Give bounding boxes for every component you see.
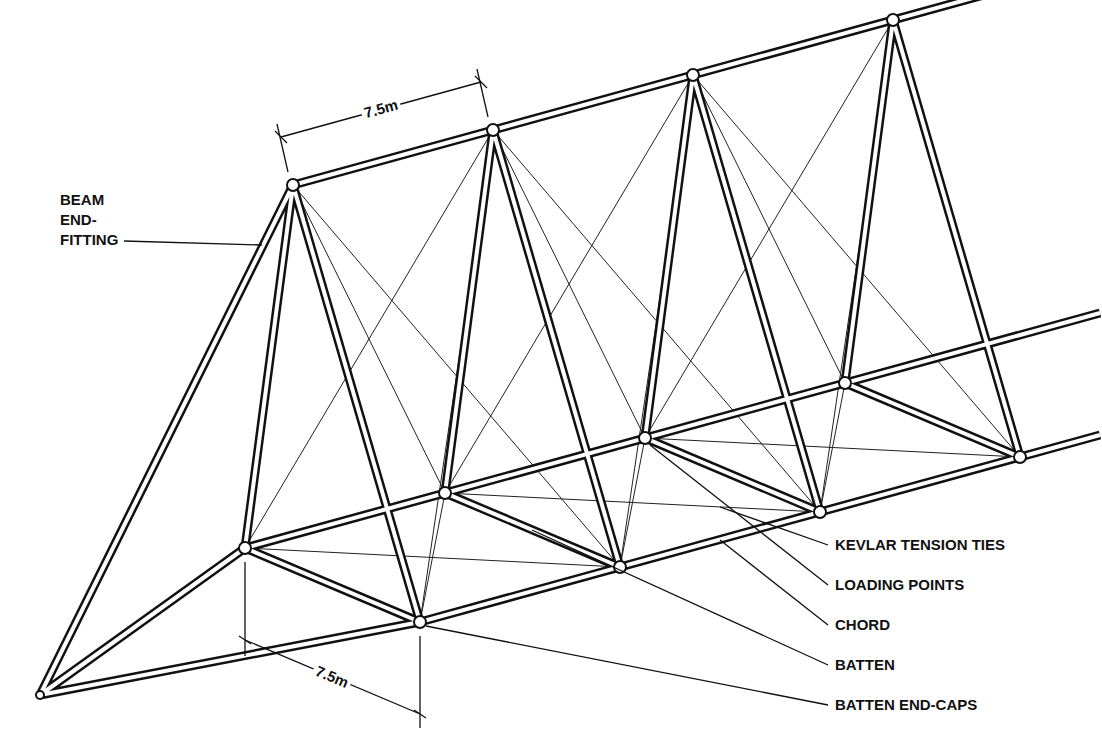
dimension-label: 7.5m [359, 94, 403, 124]
part-label: BATTEN [835, 655, 895, 675]
dimension-lines [239, 69, 488, 728]
leader-lines [124, 241, 828, 705]
dimension-label: 7.5m [310, 660, 355, 694]
part-label: KEVLAR TENSION TIES [835, 535, 1005, 555]
end-caps [36, 14, 1026, 699]
part-label: BATTEN END-CAPS [835, 695, 977, 715]
tension-ties [245, 20, 1020, 622]
part-label: LOADING POINTS [835, 575, 964, 595]
part-label: BEAM END-FITTING [60, 190, 128, 250]
part-label: CHORD [835, 615, 890, 635]
tube-fill [40, 0, 1100, 695]
tube-outline [40, 0, 1100, 695]
